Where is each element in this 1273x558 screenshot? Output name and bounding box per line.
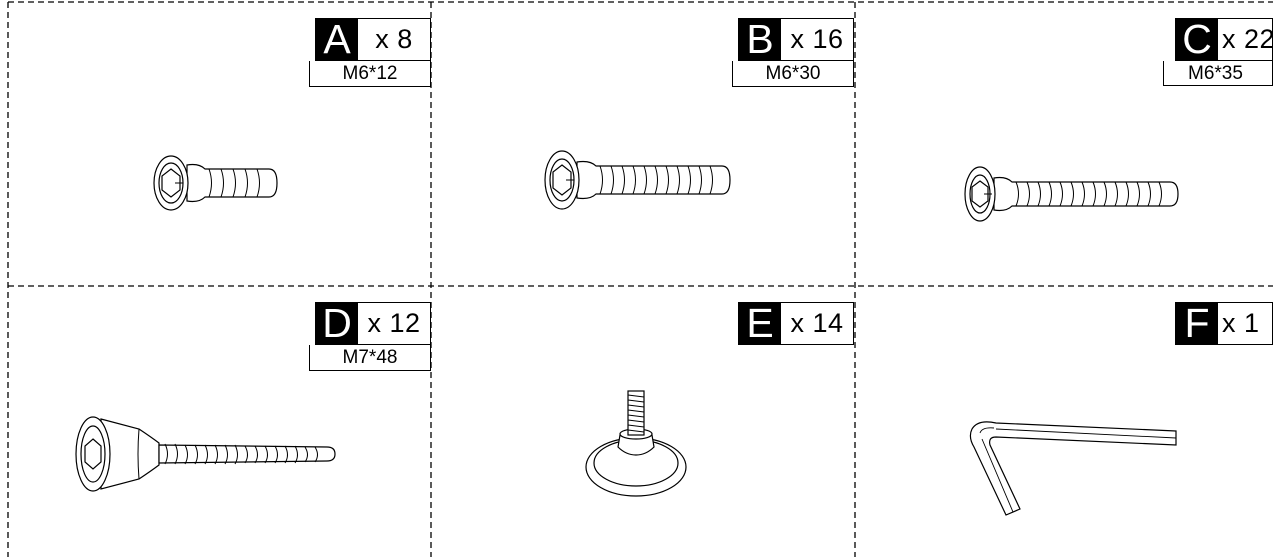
part-cell-b: B x 16 M6*30 <box>432 3 854 274</box>
part-letter: B <box>739 19 781 60</box>
part-quantity: x 14 <box>790 308 844 338</box>
part-size: M6*30 <box>732 61 854 87</box>
connector-bolt-icon <box>75 416 336 492</box>
part-size: M6*12 <box>309 61 431 87</box>
part-size: M6*35 <box>1163 61 1273 86</box>
part-cell-d: D x 12 M7*48 <box>9 287 431 558</box>
part-cell-a: A x 8 M6*12 <box>9 3 431 274</box>
part-label-b: B x 16 M6*30 <box>732 18 854 87</box>
part-label-c: C x 22 M6*35 <box>1163 18 1273 86</box>
part-cell-e: E x 14 <box>432 287 854 558</box>
part-letter: D <box>316 303 358 344</box>
part-letter: A <box>316 19 358 60</box>
part-quantity: x 1 <box>1222 308 1260 338</box>
screw-short-icon <box>153 155 278 211</box>
part-quantity: x 12 <box>367 308 421 338</box>
screw-long-icon <box>964 166 1179 222</box>
part-cell-f: F x 1 <box>856 287 1273 558</box>
part-quantity: x 8 <box>375 24 413 54</box>
part-cell-c: C x 22 M6*35 <box>856 3 1273 274</box>
part-quantity: x 22 <box>1222 24 1273 54</box>
part-letter: F <box>1176 303 1218 344</box>
part-letter: C <box>1176 19 1218 60</box>
part-label-d: D x 12 M7*48 <box>309 302 431 371</box>
part-label-f: F x 1 <box>1175 302 1273 345</box>
part-label-e: E x 14 <box>738 302 854 345</box>
part-size: M7*48 <box>309 345 431 371</box>
part-quantity: x 16 <box>790 24 844 54</box>
leveling-foot-icon <box>585 390 687 497</box>
screw-medium-icon <box>544 150 731 210</box>
part-letter: E <box>739 303 781 344</box>
part-label-a: A x 8 M6*12 <box>309 18 431 87</box>
allen-key-icon <box>969 421 1177 516</box>
